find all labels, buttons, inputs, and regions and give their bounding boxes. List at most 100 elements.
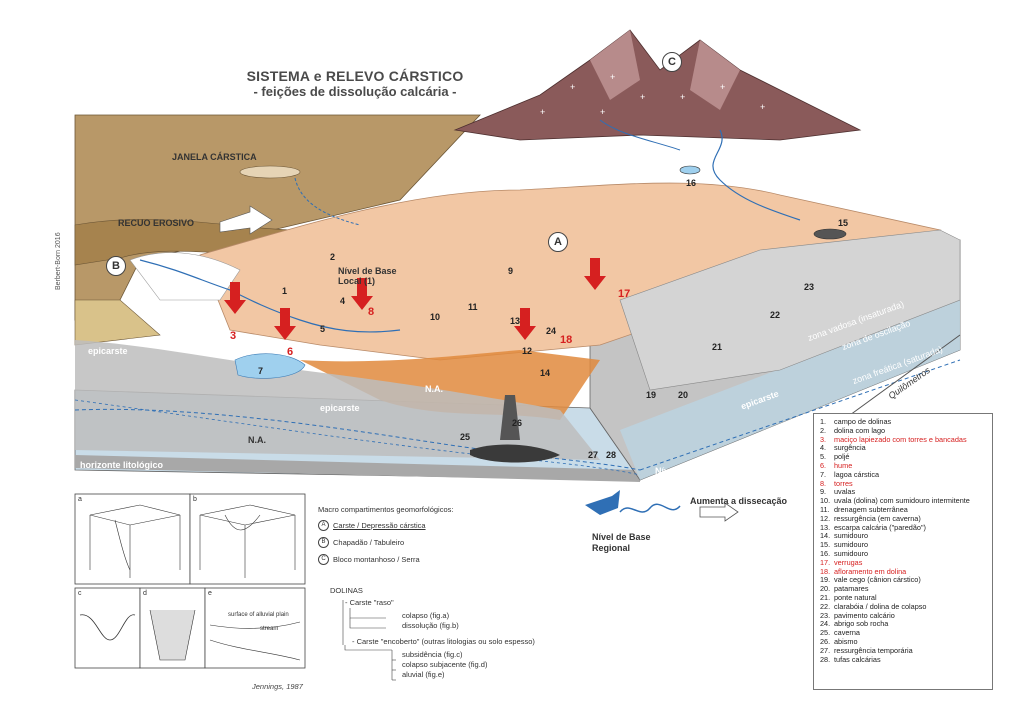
legend-item: 19.vale cego (cânion cárstico) bbox=[820, 575, 986, 585]
legend-item: 4.surgência bbox=[820, 443, 986, 453]
legend-item-text: caverna bbox=[834, 628, 860, 638]
macro-heading: Macro compartimentos geomorfológicos: bbox=[318, 505, 454, 514]
limestone-middle bbox=[75, 340, 600, 460]
feature-6: 6 bbox=[287, 346, 294, 358]
feature-25: 25 bbox=[460, 432, 471, 442]
legend-item-text: maciço lapiezado com torres e bancadas bbox=[834, 434, 967, 444]
legend-item: 5. poljé bbox=[820, 452, 986, 462]
legend-item-text: sumidouro bbox=[834, 548, 869, 558]
legend-item: 8.torres bbox=[820, 478, 986, 489]
fig-b-box bbox=[189, 493, 306, 585]
compartment-c-marker: C bbox=[662, 52, 682, 72]
legend-item-text: poljé bbox=[834, 452, 850, 462]
legend-item-number: 3. bbox=[820, 434, 827, 444]
label-aumenta-disseccao: Aumenta a dissecação bbox=[690, 496, 788, 506]
epicarst-band bbox=[300, 350, 600, 420]
legend-item-number: 18. bbox=[820, 566, 831, 576]
label-nivel-base-local-2: Nível de Base Local (2) bbox=[655, 466, 714, 486]
svg-text:+: + bbox=[600, 107, 605, 117]
legend-item: 22.clarabóia / dolina de colapso bbox=[820, 601, 986, 612]
macro-item-b: B Chapadão / Tabuleiro bbox=[318, 537, 453, 548]
legend-item-number: 1. bbox=[820, 417, 827, 426]
legend-item-text: dolina com lago bbox=[834, 425, 886, 435]
legend-item-number: 5. bbox=[820, 452, 827, 462]
regional-base-arrow bbox=[585, 490, 620, 515]
legend-item: 27.ressurgência temporária bbox=[820, 645, 986, 656]
feature-9: 9 bbox=[508, 266, 514, 276]
river-mountain bbox=[712, 129, 801, 221]
legend-item-text: escarpa calcária ("paredão") bbox=[834, 522, 926, 532]
diagram-title: SISTEMA e RELEVO CÁRSTICO - feições de d… bbox=[230, 68, 480, 99]
legend-item-text: lagoa cárstica bbox=[834, 469, 880, 479]
fig-b-sketch bbox=[199, 504, 296, 578]
legend-item-text: ponte natural bbox=[834, 592, 877, 602]
label-horizonte-litologico: horizonte litológico bbox=[80, 460, 163, 470]
legend-item-number: 2. bbox=[820, 425, 827, 435]
fig-e-box bbox=[204, 587, 306, 669]
label-epicarste-1: epicarste bbox=[88, 346, 128, 356]
legend-item: 6.hume bbox=[820, 461, 986, 471]
feature-12: 12 bbox=[522, 346, 533, 356]
legend-item-number: 13. bbox=[820, 522, 831, 532]
water-table-line-2 bbox=[74, 399, 641, 476]
legend-item-text: ressurgência temporária bbox=[834, 645, 913, 655]
subsurface-flow bbox=[294, 177, 361, 226]
legend-item-text: afloramento em dolina bbox=[834, 566, 907, 576]
legend-item: 17.verrugas bbox=[820, 557, 986, 568]
legend-item-text: sumidouro bbox=[834, 540, 869, 550]
dolinas-heading: DOLINAS bbox=[330, 586, 363, 595]
feature-10: 10 bbox=[430, 312, 441, 322]
depression-a bbox=[199, 182, 942, 361]
svg-text:+: + bbox=[720, 82, 725, 92]
feature-16: 16 bbox=[686, 178, 697, 188]
jennings-credit: Jennings, 1987 bbox=[252, 682, 303, 691]
legend-item-text: abismo bbox=[834, 636, 858, 646]
legend-item-text: torres bbox=[834, 478, 853, 488]
fig-e-alluvial-label: surface of alluvial plain bbox=[228, 612, 289, 618]
mountain-highlight bbox=[590, 30, 640, 100]
svg-text:+: + bbox=[540, 107, 545, 117]
feature-26: 26 bbox=[512, 418, 523, 428]
water-table-right bbox=[639, 359, 961, 471]
fig-d-sketch bbox=[149, 609, 196, 661]
fig-b-label: b bbox=[193, 496, 197, 503]
feature-27: 27 bbox=[588, 450, 599, 460]
feature-11: 11 bbox=[468, 302, 478, 312]
legend-item-number: 9. bbox=[820, 487, 827, 497]
limestone-pavement bbox=[619, 229, 961, 391]
feature-17: 17 bbox=[618, 288, 631, 300]
legend-item: 25.caverna bbox=[820, 628, 986, 638]
feature-15: 15 bbox=[838, 218, 849, 228]
label-nivel-base-regional-2: Regional bbox=[592, 543, 631, 553]
fig-c-label: c bbox=[78, 590, 82, 597]
macro-item-c: C Bloco montanhoso / Serra bbox=[318, 554, 453, 565]
feature-18: 18 bbox=[560, 334, 573, 346]
legend-item-text: clarabóia / dolina de colapso bbox=[834, 601, 927, 611]
river-main bbox=[139, 259, 401, 333]
legend-item-number: 4. bbox=[820, 443, 827, 453]
legend-item-number: 20. bbox=[820, 584, 831, 594]
legend-item-text: patamares bbox=[834, 584, 869, 594]
macro-key-a: A bbox=[318, 520, 329, 531]
legend-item: 1. campo de dolinas bbox=[820, 417, 986, 427]
legend-item-number: 28. bbox=[820, 654, 831, 664]
legend-item-text: abrigo sob rocha bbox=[834, 619, 889, 629]
legend-item: 23.pavimento calcário bbox=[820, 611, 986, 621]
dolinas-encoberto: - Carste "encoberto" (outras litologias … bbox=[352, 637, 535, 646]
fig-d-label: d bbox=[143, 590, 147, 597]
legend-item-text: verrugas bbox=[834, 557, 863, 567]
dolinas-encoberto-3: aluvial (fig.e) bbox=[402, 670, 445, 679]
fig-a-label: a bbox=[78, 496, 82, 503]
dolinas-encoberto-2: colapso subjacente (fig.d) bbox=[402, 660, 488, 669]
dolinas-encoberto-1: subsidência (fig.c) bbox=[402, 650, 463, 659]
legend-item: 20.patamares bbox=[820, 584, 986, 594]
legend-item-text: campo de dolinas bbox=[834, 417, 892, 426]
legend-item-text: ressurgência (em caverna) bbox=[834, 513, 921, 523]
lake-7 bbox=[234, 353, 306, 379]
sinkhole-15 bbox=[813, 228, 847, 240]
dolinas-raso: - Carste "raso" bbox=[345, 598, 394, 607]
river-mountain-2 bbox=[599, 119, 681, 151]
compartment-a-marker: A bbox=[548, 232, 568, 252]
legend-list: 1. campo de dolinas 2. dolina com lago 3. mac… bbox=[820, 417, 986, 664]
feature-28: 28 bbox=[606, 450, 617, 460]
